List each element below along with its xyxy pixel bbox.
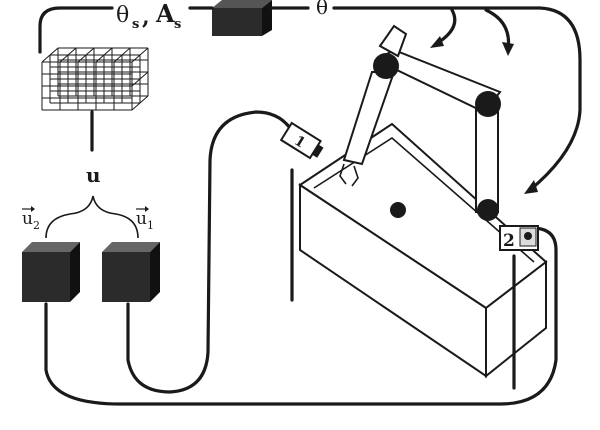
arrow-joint-3 [524, 180, 538, 194]
arrow-joint-1 [430, 8, 457, 48]
a-s-subscript: s [174, 17, 181, 32]
theta-s-subscript: s [132, 17, 139, 32]
u-brace [45, 195, 139, 239]
svg-text:1: 1 [147, 219, 154, 232]
arm-joint-middle [475, 91, 501, 117]
u1-label: u 1 [136, 206, 154, 232]
u2-label: u 2 [22, 206, 40, 232]
wire-network-to-theta [38, 6, 114, 54]
robot-arm-icon [339, 24, 502, 221]
theta-s-a-s-label: θ s , A s [116, 0, 181, 32]
central-controller-block [212, 0, 272, 36]
grid-network-icon [41, 47, 149, 111]
u-label: u [86, 163, 101, 187]
camera2-number: 2 [503, 231, 515, 251]
arm-joint-top [373, 53, 399, 79]
gripper [339, 163, 359, 187]
controller-box-u1 [102, 242, 160, 302]
camera-2-icon: 2 [499, 225, 539, 251]
camera-icon: 1 [279, 121, 324, 160]
theta-label: θ [316, 0, 328, 19]
wire-box-u2-to-camera2 [44, 226, 558, 406]
theta-s-symbol: θ [116, 3, 129, 28]
svg-text:2: 2 [33, 219, 40, 232]
arm-joint-base [477, 199, 499, 221]
target-ball [390, 202, 406, 218]
svg-text:u: u [22, 209, 33, 229]
controller-box-u2 [22, 242, 80, 302]
a-s-symbol: A [155, 0, 175, 28]
wire-box-u1-to-camera1 [126, 110, 292, 394]
svg-text:u: u [136, 209, 147, 229]
work-tray [298, 122, 548, 379]
comma-separator: , [142, 4, 150, 30]
arrow-joint-2 [484, 8, 514, 56]
wire-theta-to-arm [332, 6, 582, 192]
